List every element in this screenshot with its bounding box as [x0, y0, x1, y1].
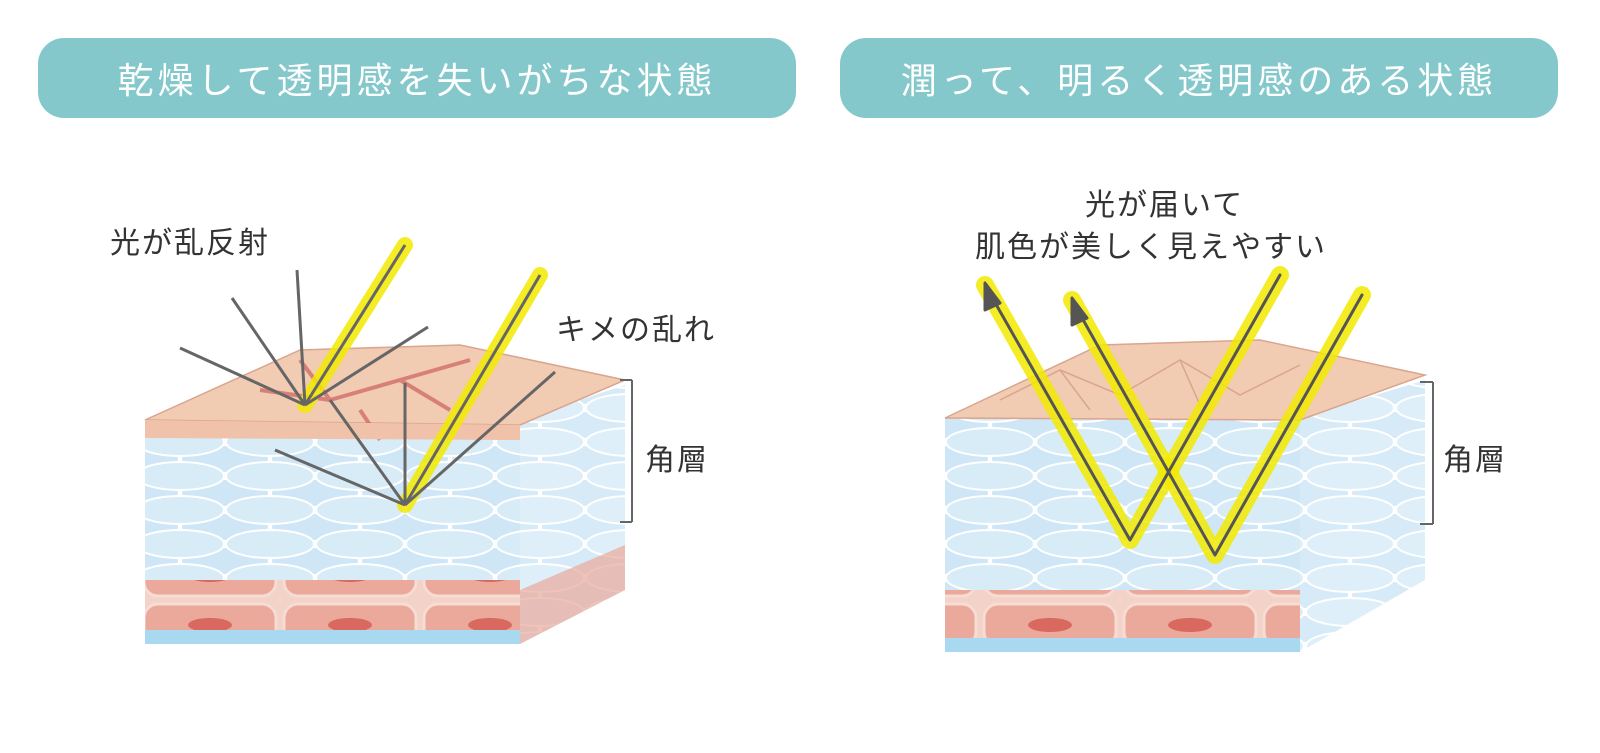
label-texture-disorder: キメの乱れ — [556, 313, 716, 348]
skin-block-dry — [144, 344, 628, 644]
reflected-light-arrows — [976, 266, 1371, 564]
scattered-light-arrows — [179, 237, 556, 513]
label-light-reaches: 光が届いて — [1085, 188, 1245, 223]
left-panel-title: 乾燥して透明感を失いがちな状態 — [38, 38, 796, 118]
label-stratum-corneum-left: 角層 — [645, 443, 709, 478]
label-scattered-reflection: 光が乱反射 — [110, 226, 270, 261]
label-stratum-corneum-right: 角層 — [1443, 443, 1507, 478]
label-beautiful-skin-tone: 肌色が美しく見えやすい — [975, 230, 1327, 265]
right-panel-title: 潤って、明るく透明感のある状態 — [840, 38, 1558, 118]
